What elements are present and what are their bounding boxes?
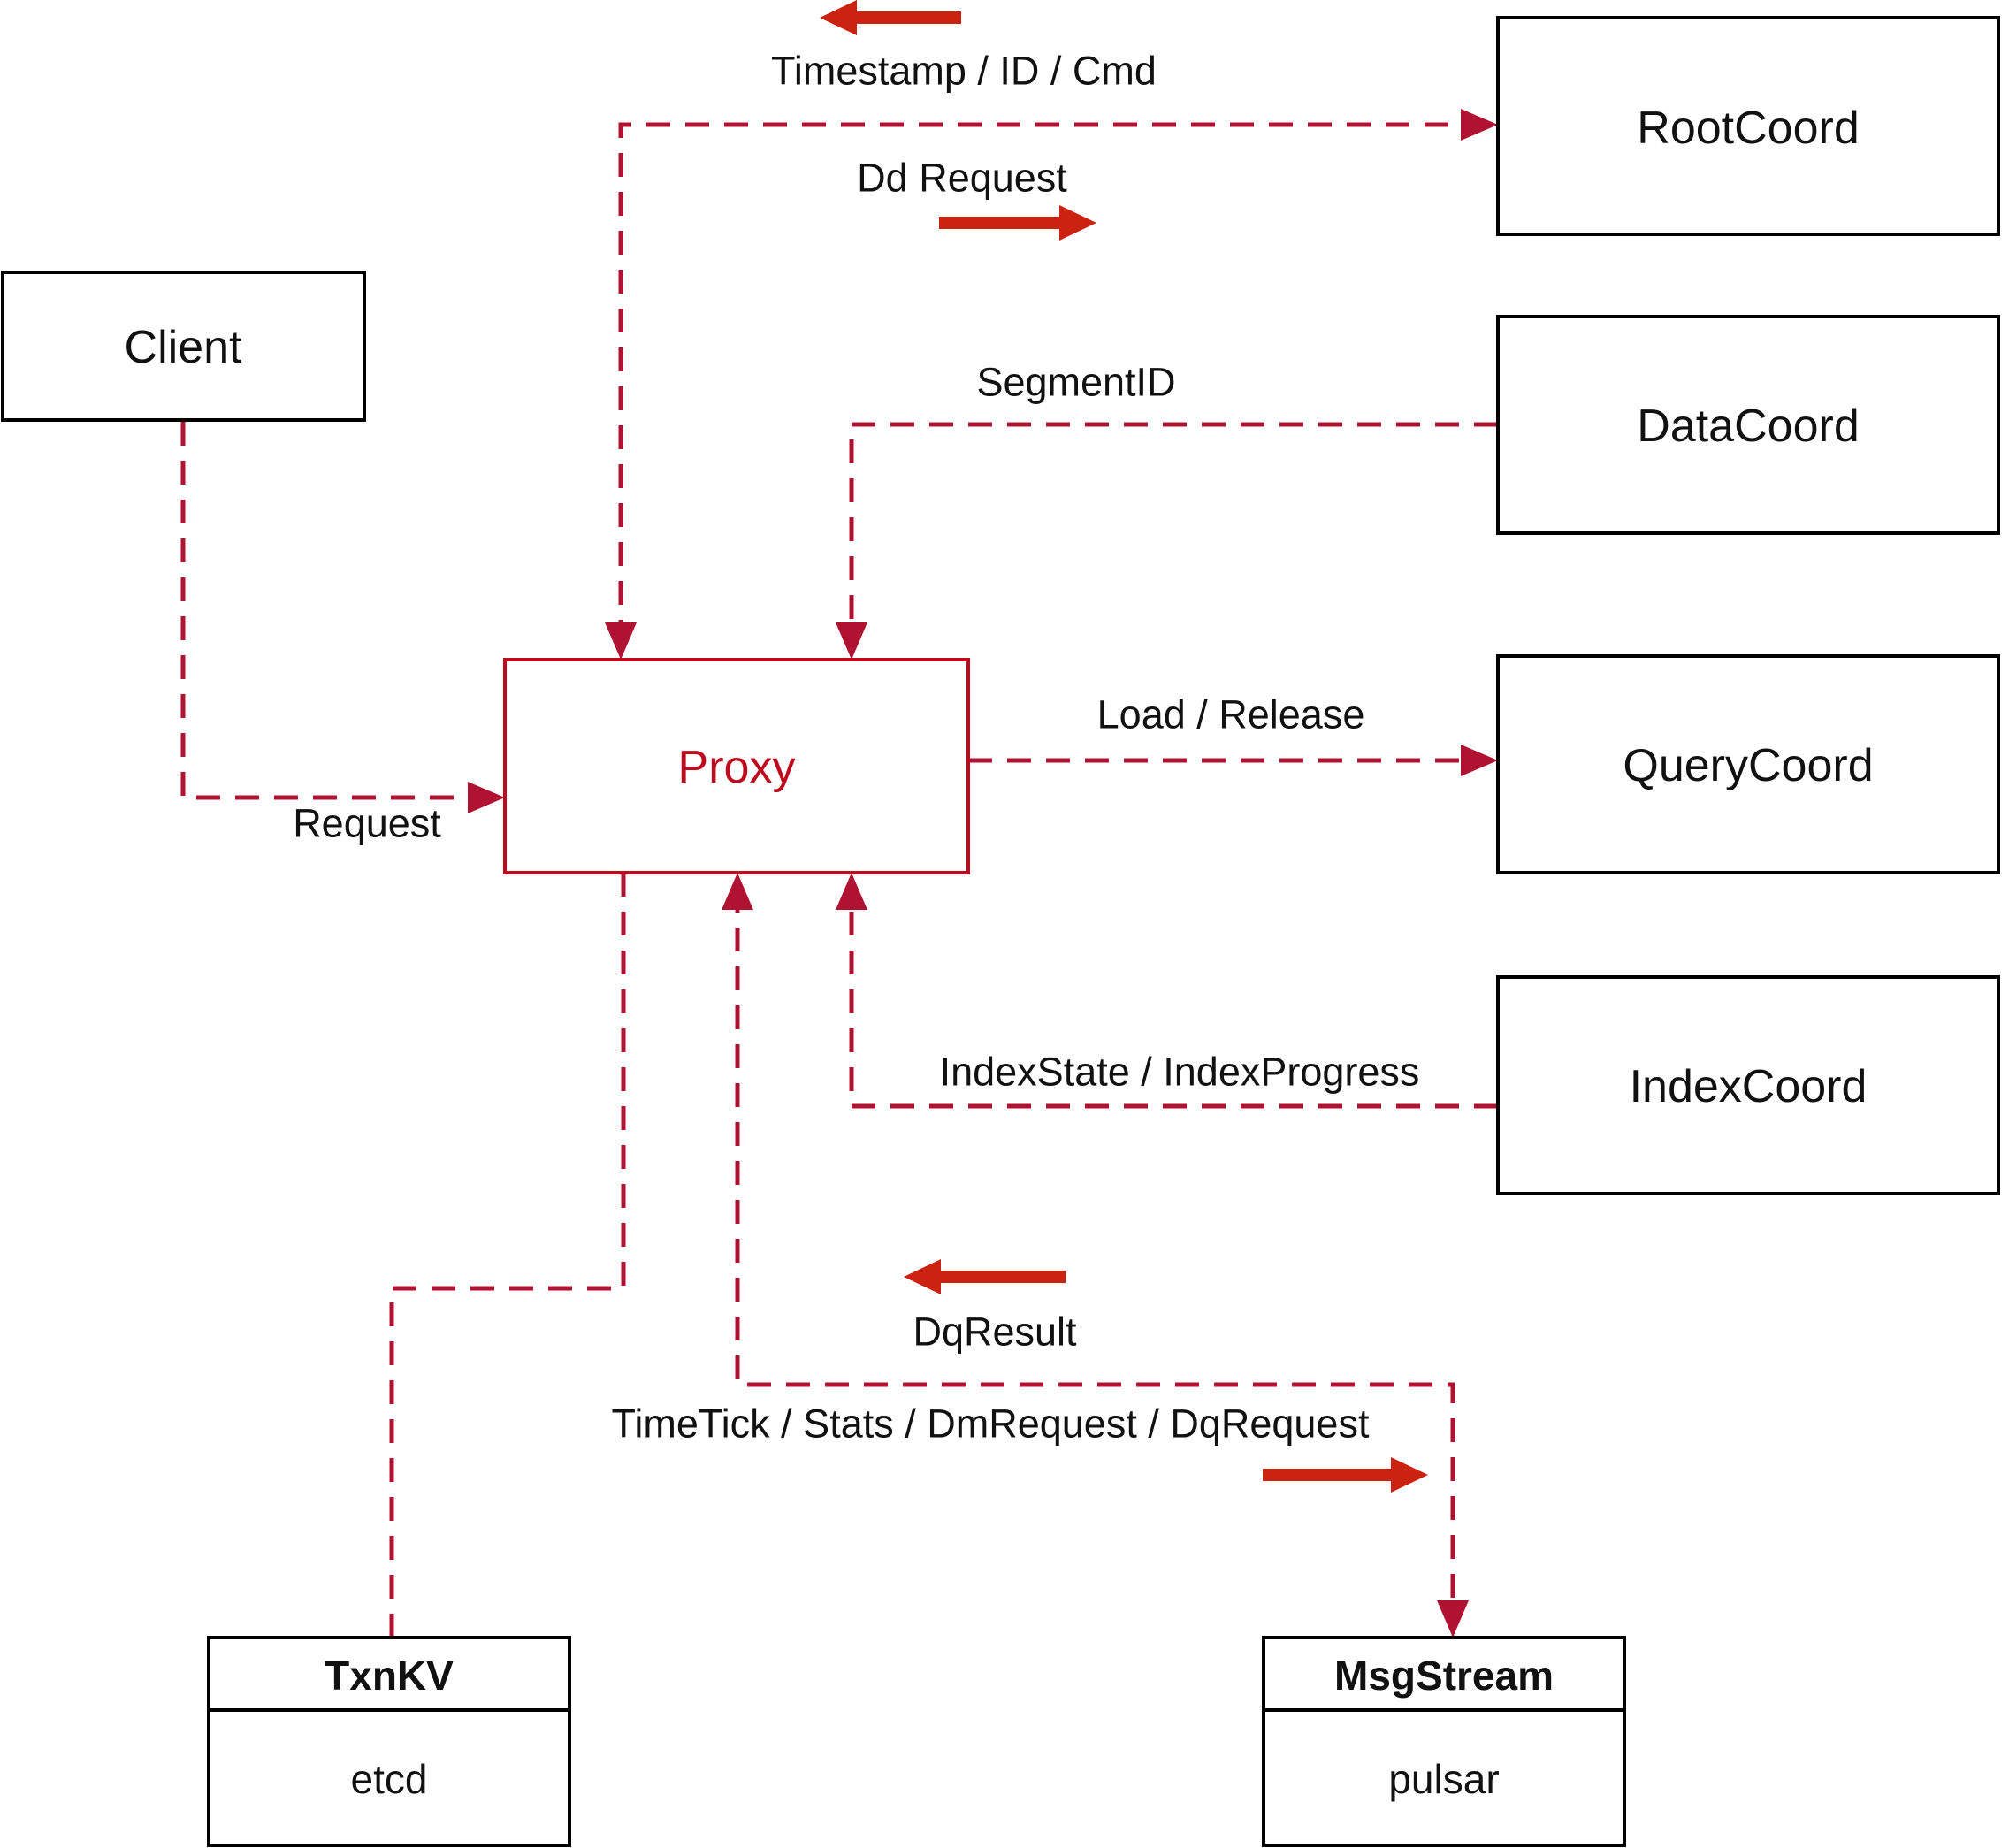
node-querycoord-label: QueryCoord: [1623, 740, 1873, 791]
label-dd-request: Dd Request: [857, 156, 1067, 201]
node-datacoord: DataCoord: [1496, 315, 2000, 535]
node-indexcoord-label: IndexCoord: [1630, 1061, 1868, 1112]
node-txnkv-title: TxnKV: [325, 1653, 454, 1699]
node-msgstream-title: MsgStream: [1334, 1653, 1554, 1699]
label-timestamp-id-cmd: Timestamp / ID / Cmd: [771, 49, 1157, 94]
label-index-state-progress: IndexState / IndexProgress: [940, 1050, 1420, 1095]
edge-proxy-to-querycoord: [968, 745, 1498, 776]
arrowhead-into-rootcoord: [1461, 109, 1498, 141]
edge-proxy-msgstream: [722, 873, 1469, 1638]
arrowhead-into-proxy-bottom-right: [836, 873, 867, 910]
edge-proxy-rootcoord: [605, 109, 1498, 660]
node-txnkv-subtitle: etcd: [351, 1756, 428, 1802]
arrowhead-into-proxy-top-right: [836, 622, 867, 660]
node-rootcoord: RootCoord: [1496, 16, 2000, 236]
node-indexcoord: IndexCoord: [1496, 975, 2000, 1195]
node-rootcoord-label: RootCoord: [1637, 103, 1859, 154]
arrowhead-into-proxy-left: [468, 782, 505, 813]
arrowhead-into-msgstream: [1437, 1600, 1469, 1638]
arrow-right-dq-request: [1263, 1457, 1428, 1493]
label-segment-id: SegmentID: [976, 360, 1175, 405]
label-dq-result: DqResult: [913, 1310, 1077, 1355]
edge-indexcoord-to-proxy: [836, 873, 1498, 1109]
node-msgstream: MsgStream pulsar: [1262, 1636, 1626, 1847]
label-load-release: Load / Release: [1097, 692, 1365, 737]
arrowhead-into-querycoord: [1461, 745, 1498, 776]
node-txnkv: TxnKV etcd: [207, 1636, 571, 1847]
node-client-label: Client: [125, 322, 242, 373]
edge-client-to-proxy: [180, 422, 505, 813]
arrow-left-dq-result: [904, 1259, 1066, 1294]
node-msgstream-subtitle: pulsar: [1388, 1756, 1499, 1802]
node-proxy: Proxy: [503, 658, 970, 874]
node-client: Client: [1, 271, 366, 422]
arrowhead-into-proxy-top-left: [605, 622, 637, 660]
edge-datacoord-to-proxy: [836, 422, 1498, 660]
arrow-left-timestamp: [820, 0, 961, 35]
label-time-tick-stats: TimeTick / Stats / DmRequest / DqRequest: [612, 1401, 1370, 1447]
edge-proxy-to-txnkv: [389, 873, 626, 1636]
node-datacoord-label: DataCoord: [1637, 401, 1859, 452]
arrow-right-dd-request: [939, 205, 1096, 241]
node-proxy-label: Proxy: [678, 742, 796, 793]
label-request: Request: [293, 801, 441, 846]
node-querycoord: QueryCoord: [1496, 654, 2000, 874]
arrowhead-into-proxy-bottom-middle: [722, 873, 753, 910]
